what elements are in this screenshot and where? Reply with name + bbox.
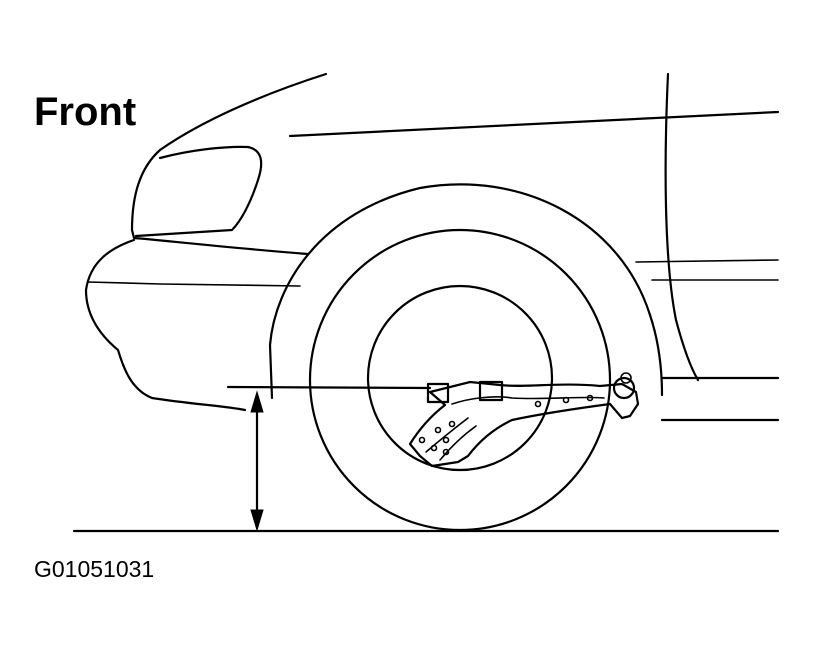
hood-line bbox=[130, 72, 328, 256]
bushing-front bbox=[426, 382, 450, 404]
dimension-arrowhead-top bbox=[250, 390, 264, 413]
wheel-rim bbox=[366, 284, 554, 472]
dimension-arrowhead-bottom bbox=[250, 509, 264, 532]
reference-line bbox=[226, 385, 432, 390]
figure-code: G01051031 bbox=[34, 556, 155, 582]
front-bumper bbox=[84, 238, 247, 412]
body-top-line bbox=[288, 110, 780, 138]
control-arm-holes bbox=[418, 394, 594, 456]
tire bbox=[308, 228, 612, 532]
control-arm-inner-edge bbox=[451, 396, 605, 405]
door-edge-line bbox=[664, 72, 700, 382]
ball-joint-stud bbox=[620, 372, 632, 384]
bushing-rear bbox=[478, 380, 504, 402]
ball-joint bbox=[612, 376, 636, 400]
rocker-panel bbox=[660, 376, 780, 422]
lower-control-arm bbox=[408, 380, 640, 468]
diagram-title: Front bbox=[34, 90, 137, 134]
side-line-upper bbox=[635, 259, 779, 263]
bumper-crease bbox=[87, 281, 301, 287]
wheel-arch bbox=[268, 183, 664, 400]
headlight bbox=[134, 145, 263, 238]
control-arm-flange bbox=[425, 417, 477, 461]
